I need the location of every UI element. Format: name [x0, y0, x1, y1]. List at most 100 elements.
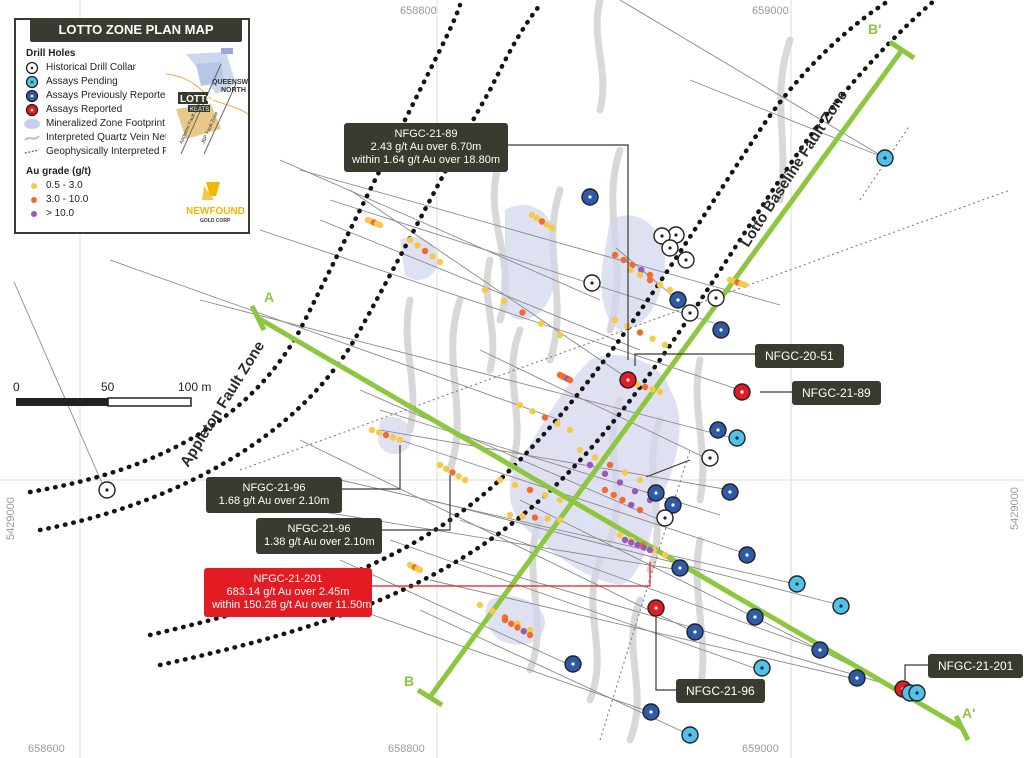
section-label-b-prime: B' — [868, 21, 881, 37]
assay-interval-dot — [526, 631, 534, 639]
assay-interval-dot — [489, 608, 496, 615]
assay-interval-dot — [544, 515, 551, 522]
assay-interval-dot — [496, 476, 504, 484]
assay-interval-dot — [514, 624, 521, 631]
callout-96b-grade: 1.38 g/t Au over 2.10m — [264, 536, 375, 548]
previous-collar[interactable] — [642, 703, 660, 721]
scale-label-100m: 100 m — [178, 380, 212, 394]
assay-interval-dot — [511, 481, 519, 489]
assay-interval-dot — [414, 242, 421, 249]
callout-nfgc-21-96-b: NFGC-21-96 1.38 g/t Au over 2.10m — [256, 518, 382, 554]
assay-interval-dot — [661, 341, 669, 349]
coord-x-bottom-1: 658600 — [28, 743, 65, 755]
assay-interval-dot — [506, 511, 514, 519]
assay-interval-dot — [741, 281, 749, 289]
historical-collar[interactable] — [656, 509, 674, 527]
coord-x-bottom-3: 659000 — [742, 743, 779, 755]
assay-interval-dot — [649, 386, 656, 393]
assay-interval-dot — [629, 261, 636, 269]
legend-grade-mid: 3.0 - 10.0 — [46, 194, 89, 205]
map-legend: LOTTO ZONE PLAN MAP Drill Holes Historic… — [14, 18, 250, 234]
assay-interval-dot — [656, 388, 664, 396]
assay-interval-dot — [619, 496, 626, 504]
reported-collar[interactable] — [619, 371, 637, 389]
assay-interval-dot — [436, 258, 444, 266]
assay-interval-dot — [416, 566, 424, 574]
callout-89-hole: NFGC-21-89 — [394, 128, 458, 140]
grade-mid-icon — [31, 197, 37, 203]
previous-collar[interactable] — [811, 641, 829, 659]
tag-nfgc-21-201: NFGC-21-201 — [928, 654, 1024, 678]
drill-collars[interactable] — [98, 149, 926, 744]
assay-interval-dot — [616, 531, 624, 539]
assay-interval-dot — [631, 488, 639, 495]
assay-interval-dot — [656, 281, 664, 289]
previous-collar[interactable] — [686, 623, 704, 641]
assay-interval-dot — [421, 247, 429, 255]
coord-y-right: 5429000 — [1009, 487, 1021, 530]
assay-interval-dot — [526, 626, 534, 634]
previous-collar[interactable] — [671, 559, 689, 577]
historical-collar[interactable] — [661, 239, 679, 257]
callout-nfgc-21-96-a: NFGC-21-96 1.68 g/t Au over 2.10m — [206, 477, 342, 513]
historical-collar[interactable] — [707, 289, 725, 307]
callout-96a-hole: NFGC-21-96 — [242, 482, 306, 494]
assay-interval-dot — [533, 215, 541, 222]
pending-collar[interactable] — [876, 149, 894, 167]
previous-collar[interactable] — [738, 546, 756, 564]
previous-collar[interactable] — [712, 321, 730, 339]
assay-interval-dot — [636, 329, 644, 336]
previous-collar[interactable] — [709, 421, 727, 439]
assay-interval-dot — [638, 266, 645, 274]
previous-collar[interactable] — [664, 496, 682, 514]
historical-collar[interactable] — [701, 449, 719, 467]
map-title: LOTTO ZONE PLAN MAP — [30, 18, 242, 42]
previous-collar[interactable] — [669, 291, 687, 309]
assay-interval-dot — [616, 479, 624, 486]
historical-collar[interactable] — [677, 251, 695, 269]
callout-89-grade: 2.43 g/t Au over 6.70m — [370, 141, 482, 153]
assay-interval-dot — [476, 601, 484, 609]
pending-collar[interactable] — [908, 684, 926, 702]
assay-interval-dot — [610, 491, 617, 499]
reported-collar[interactable] — [647, 599, 665, 617]
previous-collar[interactable] — [564, 655, 582, 673]
assay-interval-dot — [376, 221, 384, 229]
reported-collar[interactable] — [733, 383, 751, 401]
assay-interval-dot — [481, 286, 489, 294]
assay-intervals — [364, 211, 749, 639]
previous-collar[interactable] — [581, 188, 599, 206]
assay-interval-dot — [531, 514, 539, 521]
assay-interval-dot — [634, 541, 641, 549]
previous-collar[interactable] — [746, 608, 764, 626]
callout-96b-hole: NFGC-21-96 — [287, 523, 351, 535]
assay-interval-dot — [666, 286, 674, 294]
pending-collar[interactable] — [832, 597, 850, 615]
pending-collar[interactable] — [753, 659, 771, 677]
assay-interval-dot — [611, 251, 619, 259]
pending-collar[interactable] — [788, 575, 806, 593]
legend-symbols — [24, 61, 40, 154]
pending-collar[interactable] — [681, 726, 699, 744]
assay-interval-dot — [389, 434, 397, 441]
previous-collar[interactable] — [721, 483, 739, 501]
assay-interval-dot — [646, 546, 654, 554]
historical-collar[interactable] — [681, 304, 699, 322]
historical-collar[interactable] — [583, 274, 601, 292]
historical-collar[interactable] — [98, 481, 116, 499]
pending-collar[interactable] — [728, 429, 746, 447]
legend-item-previous: Assays Previously Reported — [46, 90, 172, 101]
legend-drill-holes-heading: Drill Holes — [26, 48, 76, 59]
historical-collar[interactable] — [653, 227, 671, 245]
previous-collar[interactable] — [848, 669, 866, 687]
previous-collar[interactable] — [647, 484, 665, 502]
assay-interval-dot — [661, 551, 669, 559]
callout-96a-grade: 1.68 g/t Au over 2.10m — [218, 495, 330, 507]
assay-interval-dot — [436, 461, 444, 469]
assay-interval-dot — [591, 454, 599, 461]
assay-interval-dot — [646, 271, 654, 279]
section-line-b — [427, 48, 905, 699]
legend-item-reported: Assays Reported — [46, 104, 123, 115]
assay-interval-dot — [566, 426, 574, 434]
